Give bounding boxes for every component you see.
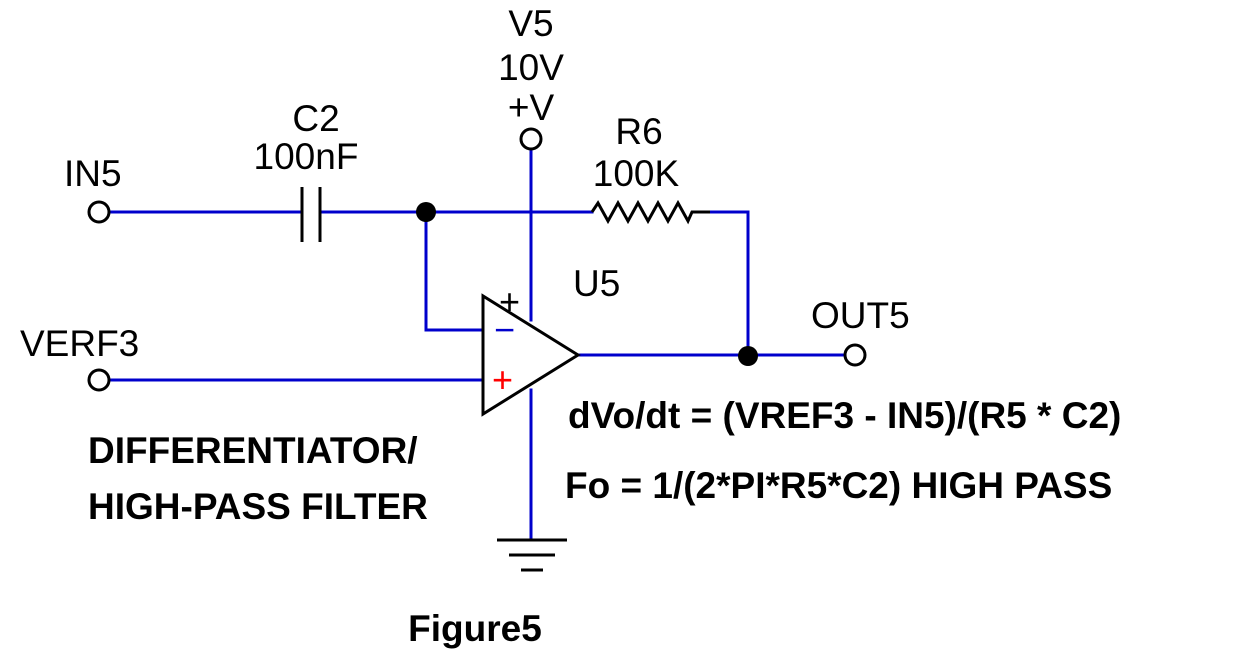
figure-caption: Figure5 xyxy=(408,608,542,649)
in5-terminal xyxy=(87,200,111,224)
out5-terminal xyxy=(843,343,867,367)
supply-pin-label: +V xyxy=(508,87,555,128)
supply-terminal xyxy=(519,127,543,151)
verf3-terminal xyxy=(87,368,111,392)
reference-port-label: VERF3 xyxy=(20,323,139,364)
capacitor-c2 xyxy=(300,187,322,242)
junction-dot-output xyxy=(738,346,758,366)
resistor-name: R6 xyxy=(615,111,662,152)
ground-symbol xyxy=(497,538,567,572)
opamp-inverting-sign: − xyxy=(494,309,515,350)
opamp-noninverting-sign: + xyxy=(492,359,513,400)
supply-value: 10V xyxy=(498,47,564,88)
supply-name: V5 xyxy=(508,3,553,44)
title-line-2: HIGH-PASS FILTER xyxy=(88,486,428,527)
opamp-name: U5 xyxy=(573,263,620,304)
output-port-label: OUT5 xyxy=(811,295,910,336)
equation-derivative: dVo/dt = (VREF3 - IN5)/(R5 * C2) xyxy=(568,395,1121,436)
equation-cutoff-frequency: Fo = 1/(2*PI*R5*C2) HIGH PASS xyxy=(565,465,1112,506)
opamp-u5 xyxy=(481,293,581,417)
input-port-label: IN5 xyxy=(64,153,122,194)
resistor-r6 xyxy=(590,199,710,225)
title-line-1: DIFFERENTIATOR/ xyxy=(88,430,418,471)
junction-dot-input xyxy=(416,202,436,222)
capacitor-name: C2 xyxy=(292,98,339,139)
wires xyxy=(108,148,846,542)
terminals xyxy=(87,127,867,392)
capacitor-value: 100nF xyxy=(254,136,359,177)
opamp-supply-sign: + xyxy=(499,281,520,322)
resistor-value: 100K xyxy=(593,153,680,194)
